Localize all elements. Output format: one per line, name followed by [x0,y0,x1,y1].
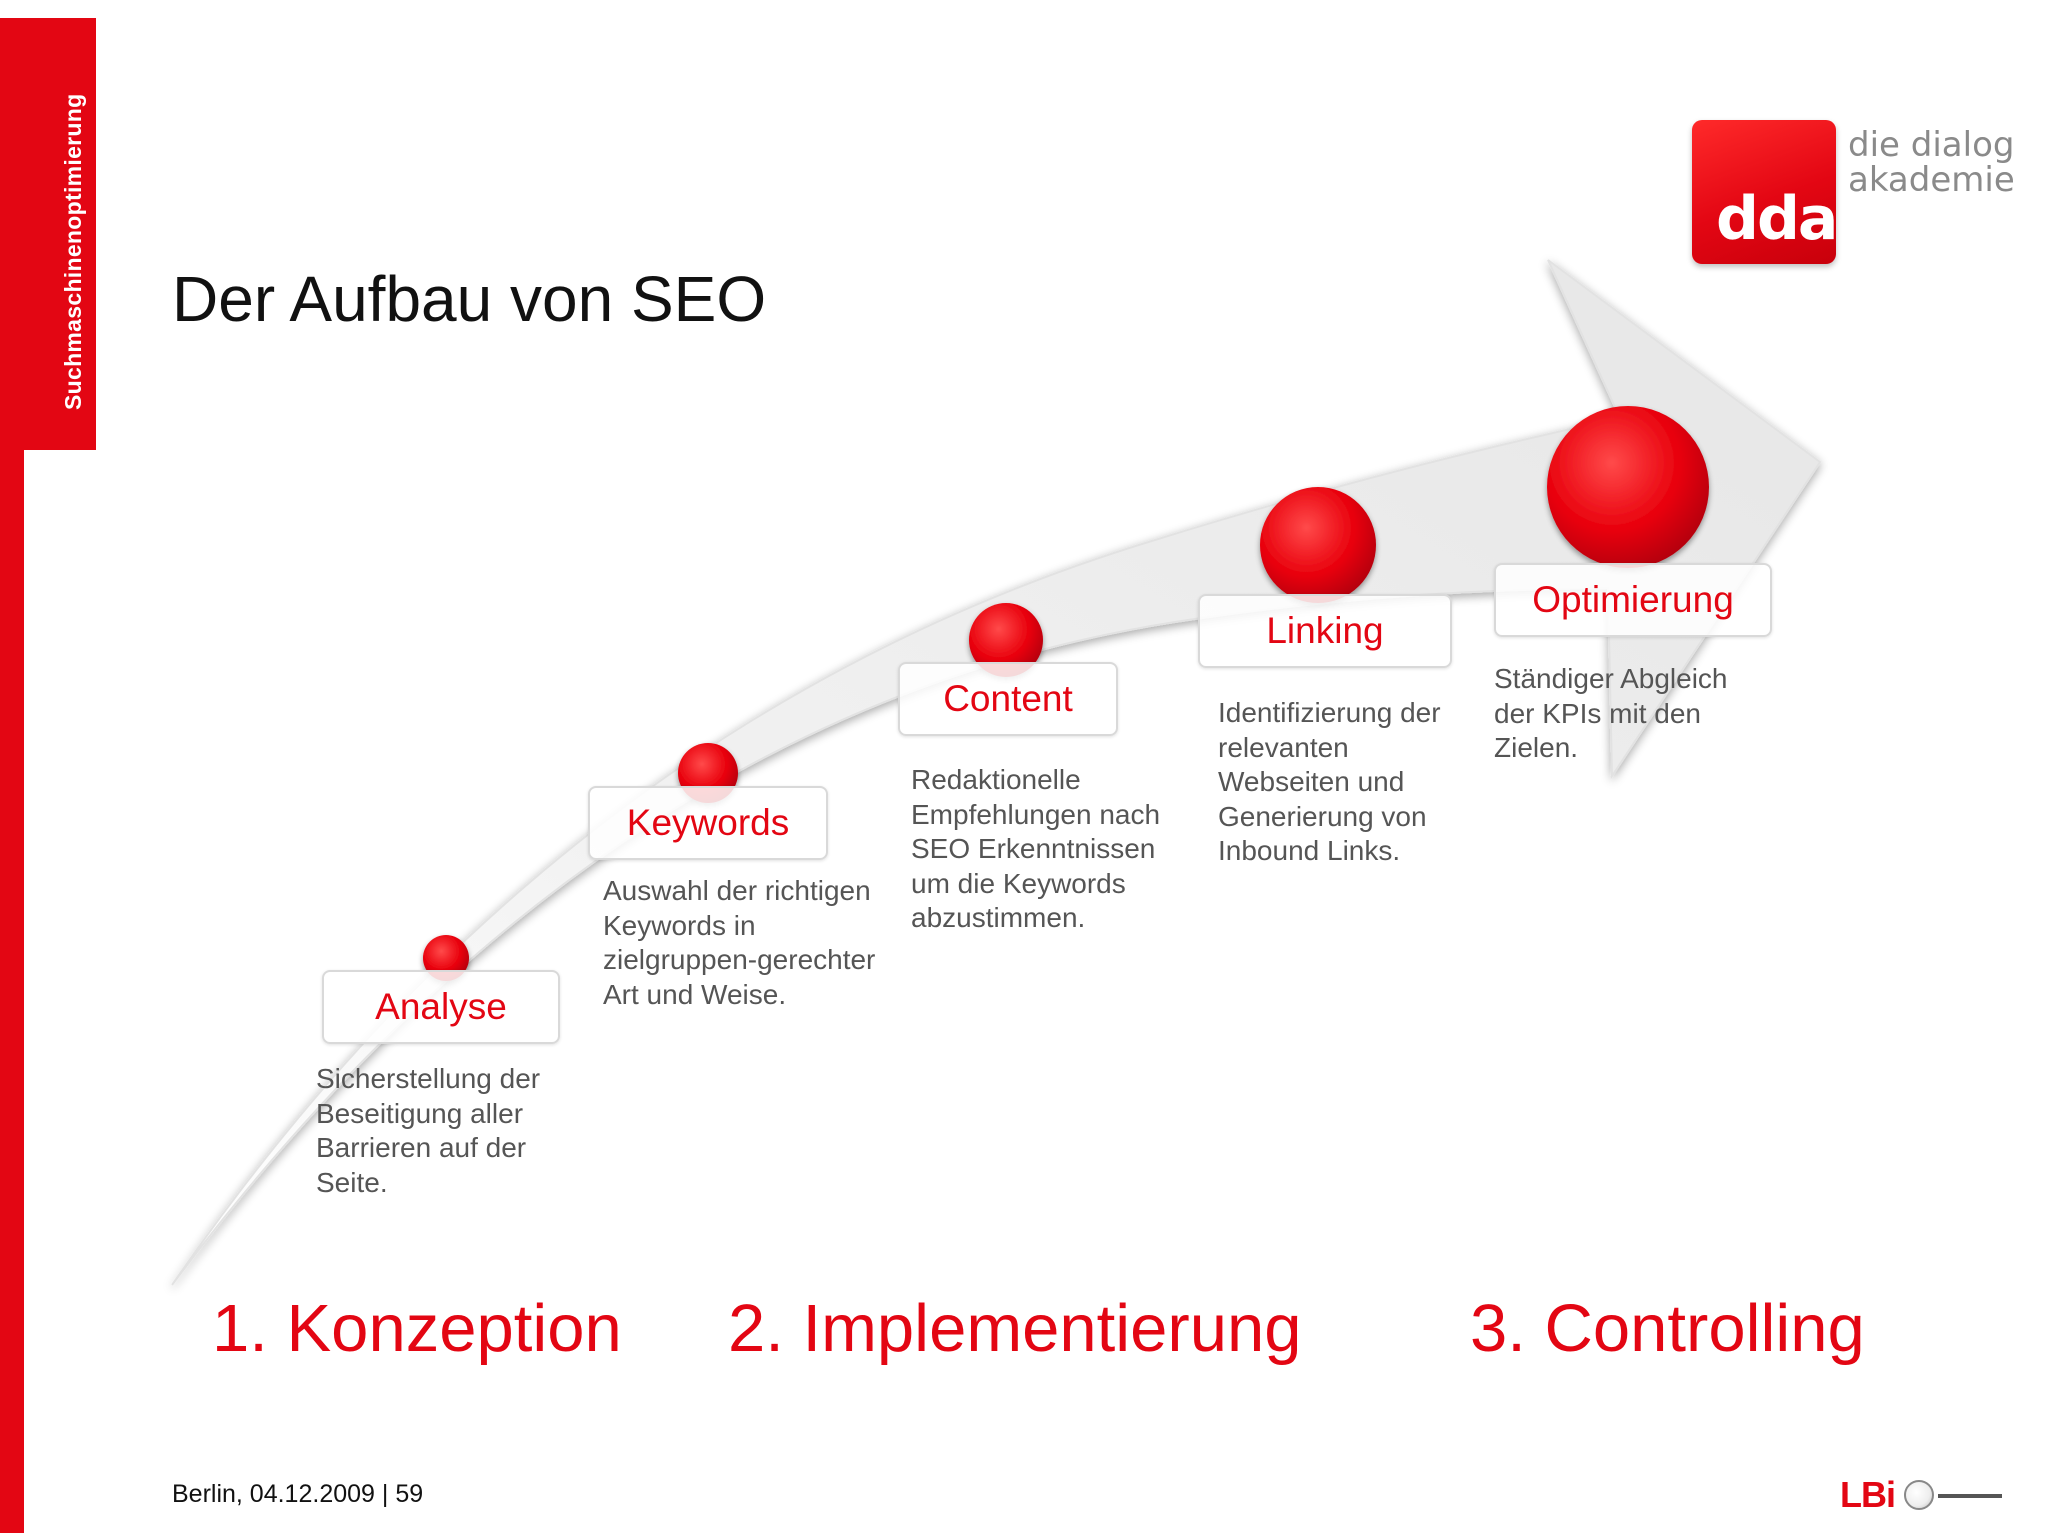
phase-controlling: 3. Controlling [1470,1291,1865,1366]
dda-logo-text: dda [1716,184,1838,254]
phase-implementierung: 2. Implementierung [728,1291,1302,1366]
step-label-keywords: Keywords [588,786,828,860]
partner-wordmark [1938,1494,2002,1498]
step-description-content: Redaktionelle Empfehlungen nach SEO Erke… [911,764,1161,933]
footer-text: Berlin, 04.12.2009 | 59 [172,1480,424,1508]
dda-logo: dda [1692,120,1838,264]
step-description-optimierung: Ständiger Abgleich der KPIs mit den Ziel… [1494,663,1728,763]
step-label-optimierung: Optimierung [1494,563,1772,637]
step-description-linking: Identifizierung der relevanten Webseiten… [1218,697,1441,866]
slide-title: Der Aufbau von SEO [172,263,767,335]
step-label-linking: Linking [1198,594,1452,668]
section-tab [0,18,96,450]
logo-wordmark-line1: die dialog [1848,125,2015,165]
step-label-analyse: Analyse [322,970,560,1044]
partner-seal-icon [1904,1480,1934,1510]
step-dot-analyse [423,935,469,981]
logo-wordmark-line2: akademie [1848,160,2015,200]
step-description-analyse: Sicherstellung der Beseitigung aller Bar… [316,1063,541,1198]
phase-konzeption: 1. Konzeption [212,1291,622,1366]
step-dot-content [969,603,1043,677]
step-label-content: Content [898,662,1118,736]
step-dot-optimierung [1547,406,1709,568]
step-description-keywords: Auswahl der richtigen Keywords in zielgr… [603,875,876,1010]
step-dot-linking [1260,487,1376,603]
lbi-logo: LBi [1840,1474,1896,1515]
